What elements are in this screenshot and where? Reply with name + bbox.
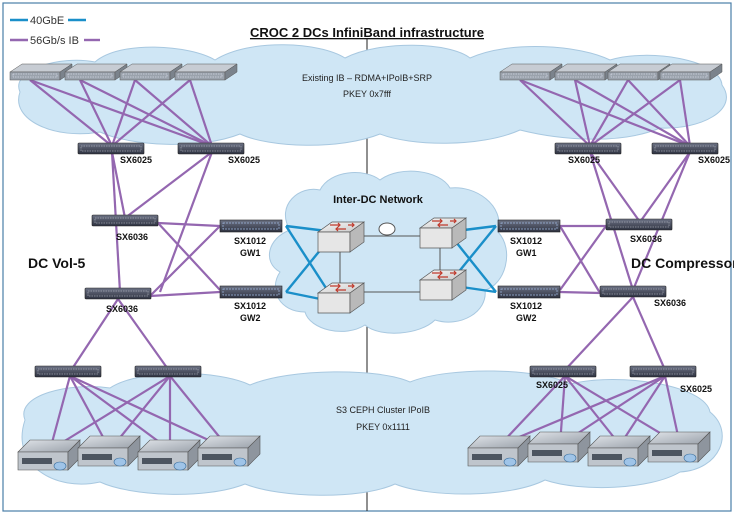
switch-sx6025-bottom-left-1 [34,365,102,378]
top-right-servers [499,63,723,81]
switch-sx6025-top-right-1 [554,142,622,155]
switch-label: SX6036 [630,234,662,244]
switch-sx6025-top-left-1 [77,142,145,155]
legend: 40GbE 56Gb/s IB [10,15,100,47]
switch-label: SX6025 [568,155,600,165]
diagram-title: CROC 2 DCs InfiniBand infrastructure [250,25,484,40]
switch-sx6025-bottom-right-1 [529,365,597,378]
legend-label-40gbe: 40GbE [30,15,64,27]
ib-links [29,78,692,451]
site-label-right: DC Compressor [631,255,734,271]
cloud-top-line1: Existing IB – RDMA+IPoIB+SRP [302,73,432,83]
switch-label: SX6025 [120,155,152,165]
cloud-bottom-line2: PKEY 0x1111 [356,422,410,432]
switch-label: SX6025 [536,380,568,390]
switch-sx6036-left-1 [91,214,159,227]
top-left-servers [9,63,238,81]
switch-sx6036-left-2 [84,287,152,300]
switch-label: SX6036 [654,298,686,308]
switch-sx6036-right-1 [605,218,673,231]
gw-label: GW2 [516,313,537,323]
switch-sx6036-right-2 [599,285,667,298]
cloud-middle-label: Inter-DC Network [333,194,424,206]
switch-label: SX1012 [510,301,542,311]
gw-label: GW1 [516,248,537,258]
ceph-servers-right [467,431,711,467]
switch-sx6025-top-left-2 [177,142,245,155]
gw-label: GW2 [240,313,261,323]
ceph-servers-left [17,435,261,471]
switch-label: SX1012 [510,236,542,246]
cloud-top-line2: PKEY 0x7fff [343,89,392,99]
switch-sx6025-top-right-2 [651,142,719,155]
switch-label: SX6025 [698,155,730,165]
switch-label: SX1012 [234,236,266,246]
legend-label-56gb-ib: 56Gb/s IB [30,35,79,47]
switch-label: SX6025 [228,155,260,165]
site-label-left: DC Vol-5 [28,255,86,271]
switch-label: SX6036 [116,232,148,242]
cloud-ceph [21,370,723,496]
switch-sx6025-bottom-left-2 [134,365,202,378]
switch-label: SX1012 [234,301,266,311]
gw-label: GW1 [240,248,261,258]
switch-label: SX6036 [106,304,138,314]
switch-label: SX6025 [680,384,712,394]
cloud-bottom-line1: S3 CEPH Cluster IPoIB [336,405,430,415]
switch-sx6025-bottom-right-2 [629,365,697,378]
